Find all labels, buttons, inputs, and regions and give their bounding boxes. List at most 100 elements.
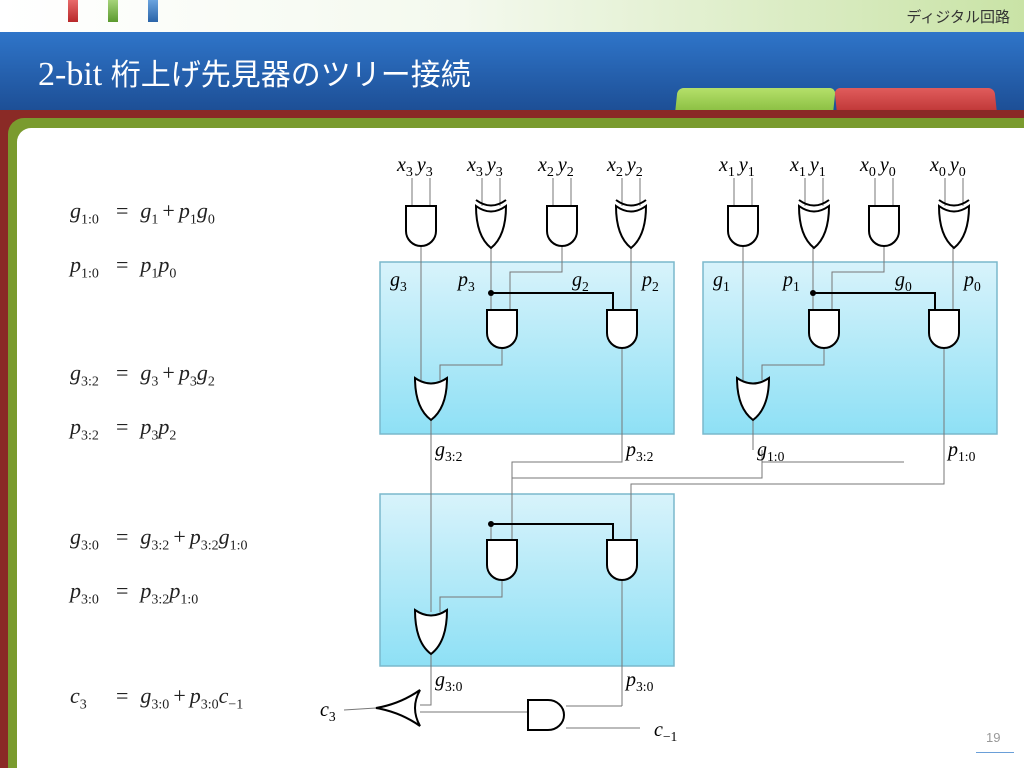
page-number-rule	[976, 752, 1014, 753]
title-prefix: 2-bit	[38, 56, 111, 93]
eq-term: g0	[196, 198, 215, 228]
equation-3: g3:2=g3+p3g2	[70, 360, 215, 390]
junction-dot	[488, 521, 494, 527]
p-bus	[491, 523, 614, 540]
cell-and-gate	[928, 309, 960, 349]
carry-out-wire	[343, 707, 377, 711]
wire	[630, 450, 945, 540]
red-mark	[68, 0, 78, 22]
eq-lhs: c3	[70, 683, 87, 713]
eq-term: p3:2	[189, 524, 219, 554]
cell-signal-label: g0	[895, 269, 912, 294]
cell-and-gate	[486, 539, 518, 581]
xor-gate	[937, 204, 971, 250]
eq-lhs: p3:2	[70, 414, 99, 444]
eq-term: p1:0	[169, 578, 199, 608]
eq-term: p0	[158, 252, 177, 282]
cell-and-gate	[606, 539, 638, 581]
top-band	[0, 0, 1024, 32]
cell-and-gate	[486, 309, 518, 349]
input-and-gate	[546, 205, 578, 247]
input-and-gate	[727, 205, 759, 247]
xor-gate-extra-curve	[798, 199, 830, 207]
green-mark	[108, 0, 118, 22]
xor-gate-extra-curve	[475, 199, 507, 207]
eq-term: g1:0	[218, 524, 248, 554]
eq-lhs: g1:0	[70, 198, 99, 228]
eq-term: p3	[140, 414, 159, 444]
eq-term: p3:0	[189, 683, 219, 713]
cell-signal-label: p2	[640, 269, 659, 294]
eq-term: p3	[178, 360, 197, 390]
cell-signal-label: p0	[962, 269, 981, 294]
eq-term: g3:2	[140, 524, 170, 554]
equation-2: p1:0=p1p0	[70, 252, 177, 282]
wire	[761, 347, 825, 380]
equation-5: g3:0=g3:2+p3:2g1:0	[70, 524, 248, 554]
cell-signal-label: p1	[781, 269, 800, 294]
eq-operator: +	[173, 524, 186, 549]
xor-gate	[614, 204, 648, 250]
carry-and-gate	[527, 699, 565, 731]
input-and-gate	[868, 205, 900, 247]
eq-operator: +	[162, 360, 175, 385]
group-signal-label: p3:2	[624, 439, 654, 464]
p-bus	[813, 292, 936, 310]
input-and-gate	[405, 205, 437, 247]
wire	[420, 692, 432, 706]
p-bus	[491, 292, 614, 310]
cell-or-gate	[413, 608, 449, 656]
cell-signal-label: g2	[572, 269, 589, 294]
wire	[512, 450, 763, 479]
group-signal-label: g3:2	[435, 439, 463, 464]
eq-term: p1	[140, 252, 159, 282]
wire	[831, 246, 885, 310]
blue-mark	[148, 0, 158, 22]
junction-dot	[810, 290, 816, 296]
slide-title: 2-bit 桁上げ先見器のツリー接続	[38, 50, 471, 94]
equation-6: p3:0=p3:2p1:0	[70, 578, 199, 608]
tree-signal-label: g3:0	[435, 669, 463, 694]
eq-lhs: p3:0	[70, 578, 99, 608]
xor-gate-extra-curve	[615, 199, 647, 207]
group-signal-label: g1:0	[757, 439, 785, 464]
wire	[439, 347, 503, 380]
junction-dot	[488, 290, 494, 296]
tree-signal-label: p3:0	[624, 669, 654, 694]
equation-1: g1:0=g1+p1g0	[70, 198, 215, 228]
xor-gate	[797, 204, 831, 250]
title-main: 桁上げ先見器のツリー接続	[110, 58, 471, 93]
eq-operator: +	[173, 683, 186, 708]
xor-gate-extra-curve	[938, 199, 970, 207]
course-subject: ディジタル回路	[906, 8, 1010, 26]
eq-lhs: p1:0	[70, 252, 99, 282]
page-number: 19	[986, 730, 1001, 745]
cell-or-gate	[735, 376, 771, 422]
cell-and-gate	[808, 309, 840, 349]
cell-signal-label: p3	[456, 269, 475, 294]
eq-term: g1	[140, 198, 159, 228]
carry-in-label: c−1	[654, 719, 677, 744]
wire	[439, 580, 503, 612]
cell-and-gate	[606, 309, 638, 349]
eq-term: g3:0	[140, 683, 170, 713]
wire	[509, 246, 563, 310]
group-signal-label: p1:0	[946, 439, 976, 464]
eq-term: p1	[178, 198, 197, 228]
eq-term: p2	[158, 414, 177, 444]
cell-or-gate	[413, 376, 449, 422]
eq-operator: +	[162, 198, 175, 223]
eq-term: g2	[196, 360, 215, 390]
cell-signal-label: g1	[713, 269, 730, 294]
cell-signal-label: g3	[390, 269, 407, 294]
eq-lhs: g3:0	[70, 524, 99, 554]
